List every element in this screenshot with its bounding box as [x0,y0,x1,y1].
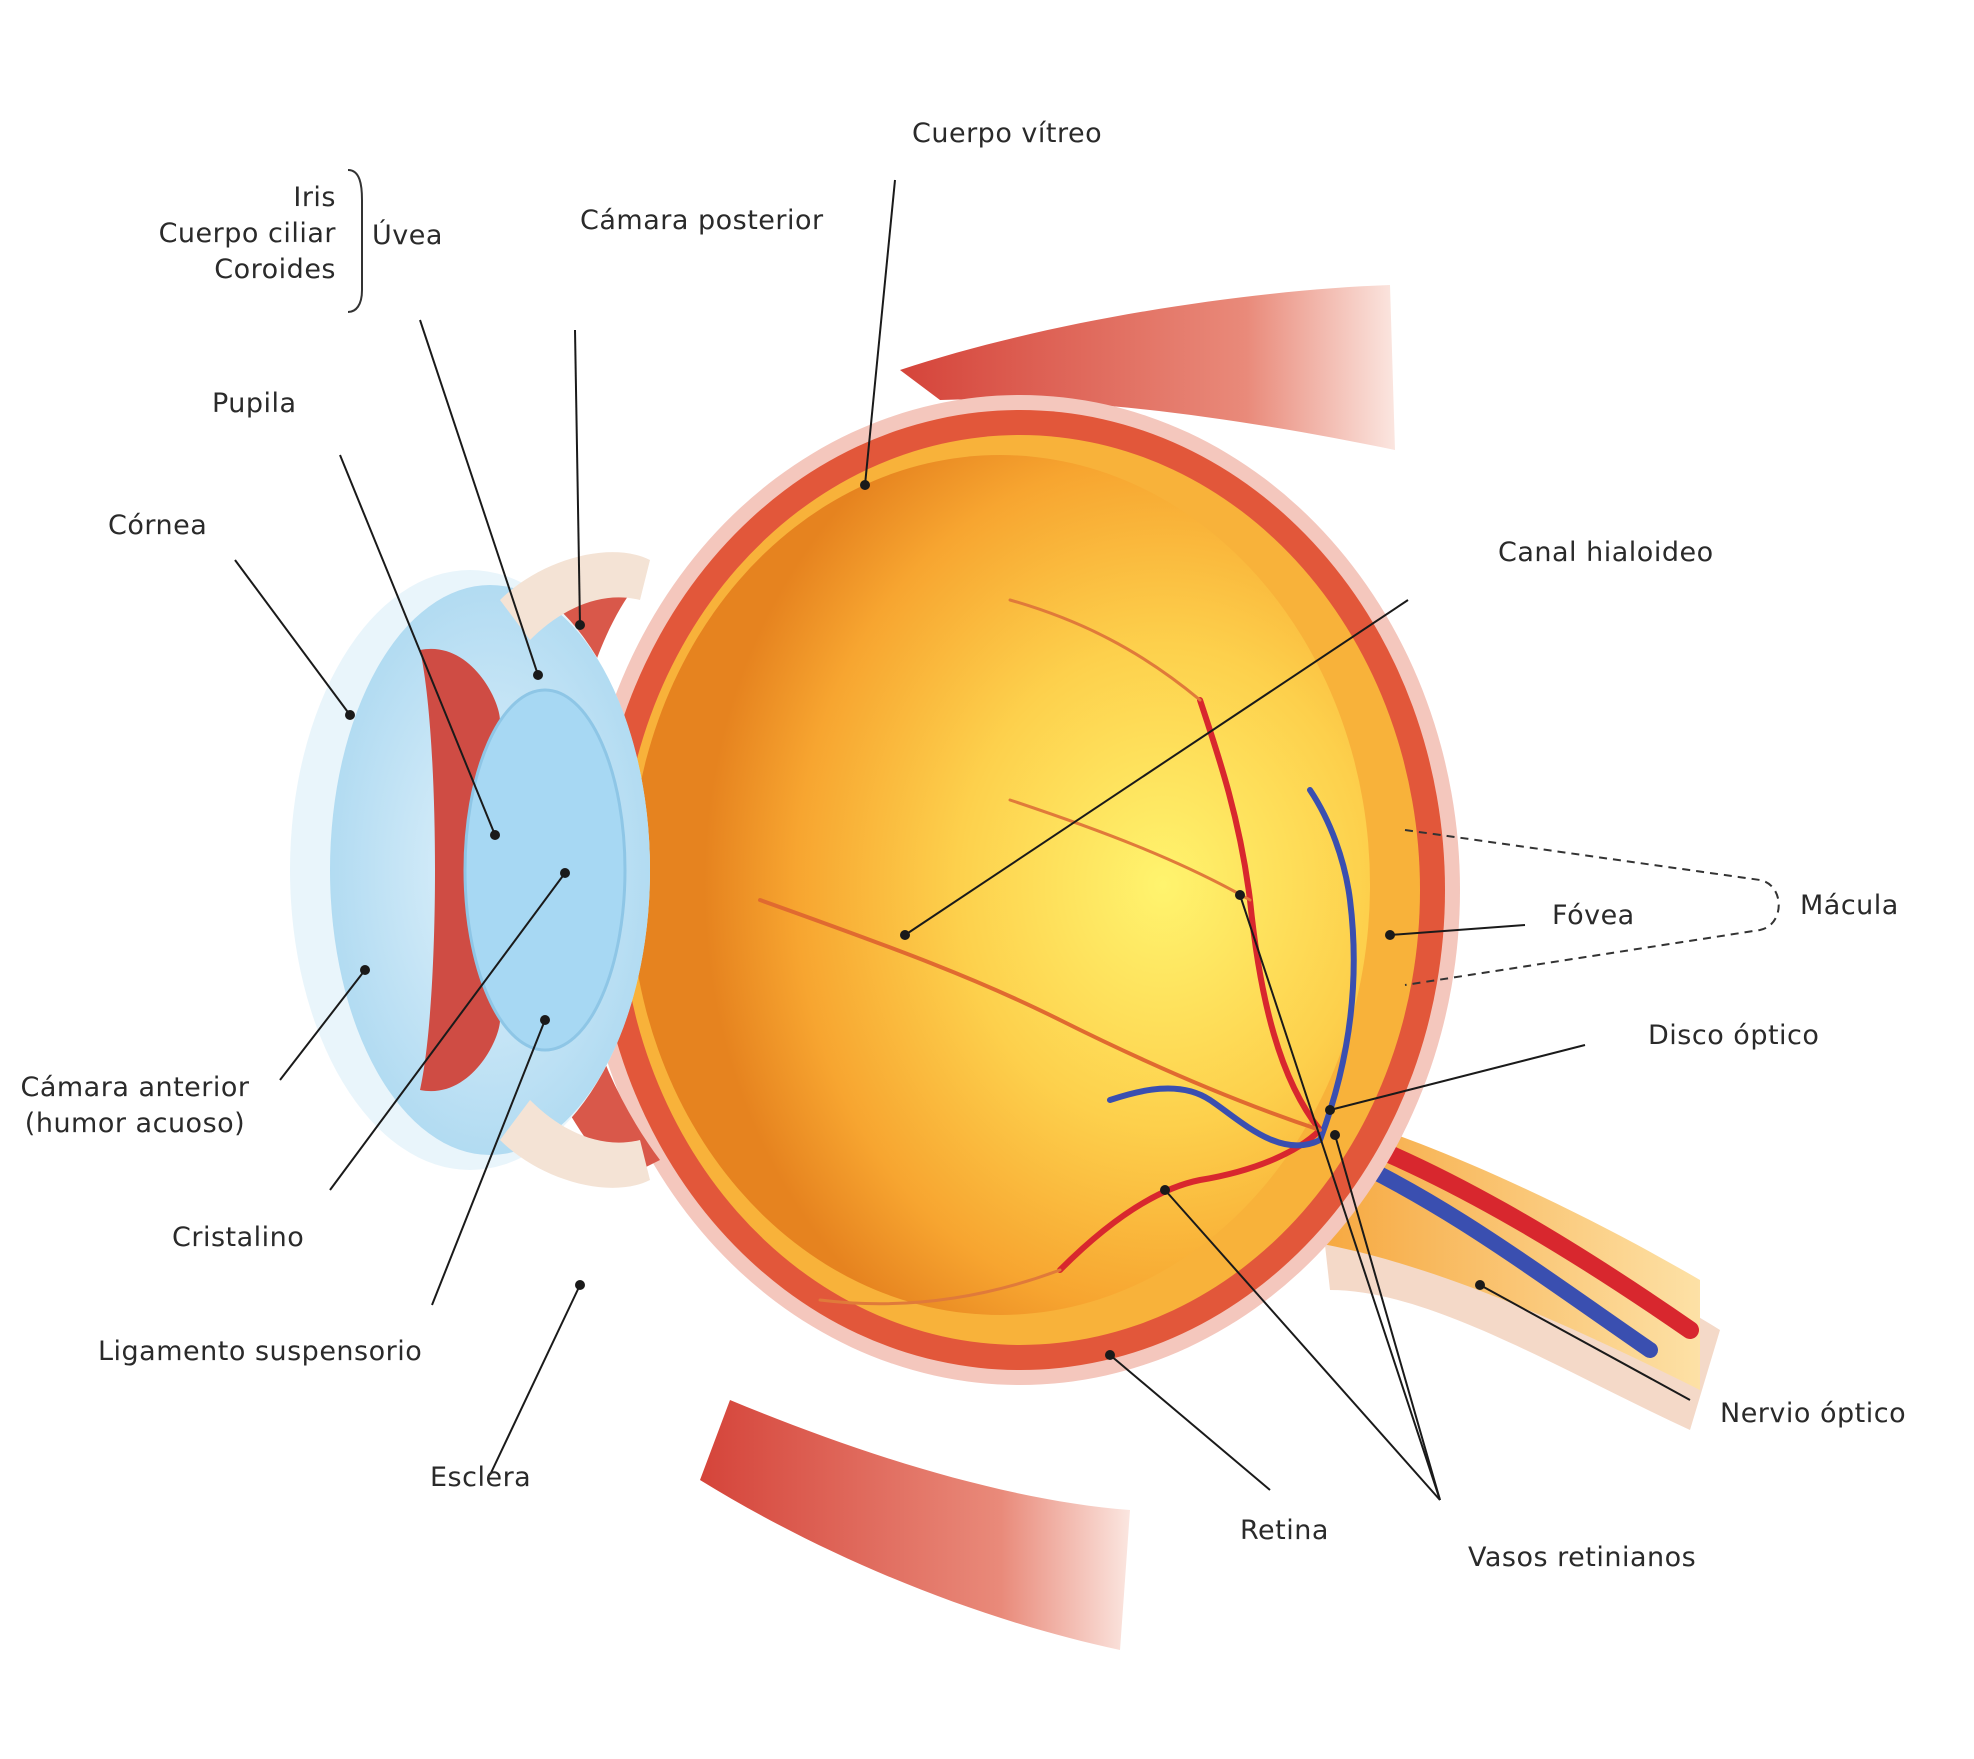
vitreous-body [630,455,1370,1315]
label-iris: Iris [293,182,336,213]
macula-bracket [1404,829,1780,986]
label-uvea: Úvea [372,220,443,251]
label-camara-anterior: Cámara anterior [20,1072,250,1103]
label-humor-acuoso: (humor acuoso) [24,1108,246,1139]
lens [463,688,627,1052]
label-canal-hialoideo: Canal hialoideo [1498,537,1714,568]
label-retina: Retina [1240,1515,1329,1546]
iris-shape [420,648,500,1092]
label-cuerpo-ciliar: Cuerpo ciliar [158,218,336,249]
label-camara-posterior: Cámara posterior [580,205,824,236]
retinal-vessels [758,598,1357,1306]
label-nervio-optico: Nervio óptico [1720,1398,1907,1429]
label-cuerpo-vitreo: Cuerpo vítreo [912,118,1103,149]
label-vasos-retinianos: Vasos retinianos [1468,1542,1697,1573]
suspensory-ligament-top [500,552,650,640]
label-cornea: Córnea [108,510,208,541]
label-fovea: Fóvea [1552,900,1635,931]
leader-lines [234,179,1691,1501]
label-macula: Mácula [1800,890,1899,921]
label-coroides: Coroides [214,254,336,285]
uvea-bracket [347,169,363,313]
suspensory-ligament-bottom [500,1100,650,1188]
label-pupila: Pupila [212,388,297,419]
label-cristalino: Cristalino [172,1222,305,1253]
superior-muscle [900,285,1395,450]
leader-dots [345,480,1485,1360]
label-ligamento-suspensorio: Ligamento suspensorio [98,1336,423,1367]
label-disco-optico: Disco óptico [1648,1020,1820,1051]
inferior-muscle [700,1400,1130,1650]
label-esclera: Esclera [430,1462,532,1493]
